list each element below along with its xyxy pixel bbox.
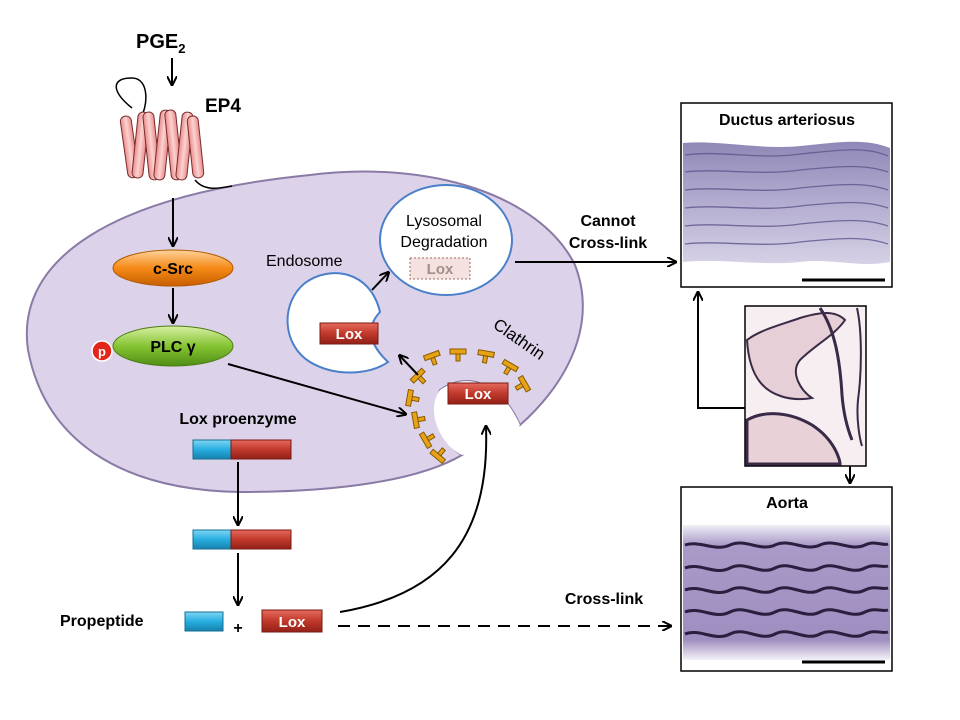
free-lox-label: Lox [279,614,306,631]
endosome-lox-label: Lox [336,326,363,343]
plc-label: PLC γ [150,339,195,356]
csrc-node [112,249,234,287]
cannot-crosslink-line2: Cross-link [569,235,647,252]
endosome-lox-block [319,322,379,345]
ductus-tissue [683,141,890,264]
propeptide-block [184,611,224,632]
proenzyme-propeptide [192,439,232,460]
endosome-label: Endosome [266,253,343,270]
clathrin-lox-label: Lox [465,386,492,403]
clathrin-lox-block [447,382,509,405]
propeptide-label: Propeptide [60,613,144,630]
lysosome-lox-label: Lox [427,261,454,278]
lysosome-line1: Lysosomal [406,213,482,230]
arrows [172,58,850,626]
arrow-section-ductus [698,293,748,409]
lysosome-line2: Degradation [400,234,487,251]
arrow-lox-clathrin [339,427,486,613]
plc-node [112,325,234,367]
ep4-label: EP4 [205,96,241,117]
lysosome-lox-block [409,257,471,280]
plus-sign: + [233,620,242,637]
arrow-endosome-lysosome [371,273,388,291]
crosslink-label: Cross-link [565,591,643,608]
ductus-title: Ductus arteriosus [719,112,855,129]
phospho-badge [91,340,113,362]
proenzyme-lox [230,439,292,460]
free-lox-block [261,609,323,633]
ep4-receptor [115,77,233,189]
aorta-title: Aorta [766,495,808,512]
proenzyme2-lox [230,529,292,550]
cannot-crosslink-line1: Cannot [580,213,636,230]
clathrin-coat [405,348,532,465]
ductus-texture [684,149,889,245]
aorta-elastic-lamellae [684,541,889,639]
arrow-clathrin-endosome [400,356,419,376]
phospho-label: p [98,344,106,359]
csrc-label: c-Src [153,261,193,278]
arrow-plc-clathrin [227,363,405,414]
proenzyme2-propeptide [192,529,232,550]
section-tissue [745,307,863,466]
proenzyme-label: Lox proenzyme [179,411,296,428]
pge2-label: PGE2 [136,31,185,56]
